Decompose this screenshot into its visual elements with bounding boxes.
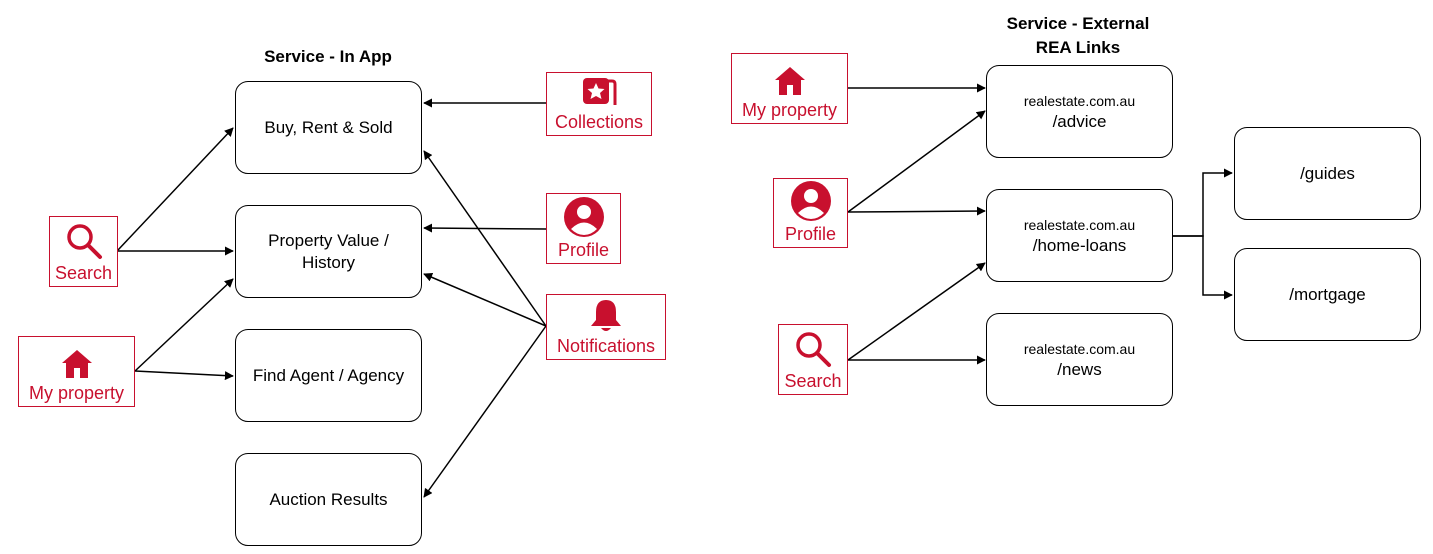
external-title: Service - External REA Links: [985, 12, 1171, 60]
search-nav-label: Search: [54, 263, 113, 283]
profile-nav-item: Profile: [546, 193, 621, 264]
arrow-notifications-to-buy: [423, 150, 547, 327]
arrow-homeloans-to-guides: [1173, 168, 1233, 237]
my-property-nav-label: My property: [28, 383, 125, 403]
property-value-node: Property Value / History: [235, 205, 422, 298]
news-node: realestate.com.au /news: [986, 313, 1173, 406]
home-loans-path-label: /home-loans: [1032, 235, 1127, 255]
advice-domain-label: realestate.com.au: [1023, 92, 1136, 109]
bell-icon: [591, 300, 621, 331]
buy-rent-sold-label: Buy, Rent & Sold: [264, 117, 393, 137]
advice-path-label: /advice: [1052, 111, 1107, 131]
find-agent-node: Find Agent / Agency: [235, 329, 422, 422]
arrow-profile-to-value: [423, 223, 547, 233]
search-icon: [66, 224, 102, 259]
external-profile-nav-item: Profile: [773, 178, 848, 248]
guides-path-label: /guides: [1300, 163, 1355, 183]
arrow-search-to-buy: [117, 127, 234, 251]
arrow-notifications-to-value: [423, 273, 547, 327]
guides-node: /guides: [1234, 127, 1421, 220]
external-my-property-nav-label: My property: [741, 100, 838, 120]
notifications-nav-item: Notifications: [546, 294, 666, 360]
property-value-label-line1: Property Value /: [268, 230, 389, 250]
buy-rent-sold-node: Buy, Rent & Sold: [235, 81, 422, 174]
arrow-profile-to-homeloans: [847, 206, 986, 216]
property-value-label-line2: History: [302, 252, 355, 272]
profile-icon: [563, 197, 604, 237]
external-profile-nav-label: Profile: [784, 224, 837, 244]
news-domain-label: realestate.com.au: [1023, 340, 1136, 357]
notifications-nav-label: Notifications: [556, 336, 656, 356]
mortgage-node: /mortgage: [1234, 248, 1421, 341]
external-title-line2: REA Links: [1035, 38, 1121, 57]
news-path-label: /news: [1057, 359, 1102, 379]
find-agent-label: Find Agent / Agency: [252, 365, 405, 385]
arrow-search-to-homeloans: [847, 262, 986, 361]
arrow-myproperty-to-value: [134, 278, 234, 372]
external-search-nav-label: Search: [784, 371, 842, 391]
arrow-homeloans-to-mortgage: [1173, 235, 1233, 300]
home-icon: [774, 67, 805, 95]
external-title-line1: Service - External: [1006, 14, 1150, 33]
home-loans-node: realestate.com.au /home-loans: [986, 189, 1173, 282]
profile-icon: [790, 181, 831, 221]
profile-nav-label: Profile: [557, 240, 610, 260]
my-property-nav-item: My property: [18, 336, 135, 407]
arrow-profile-to-advice: [847, 110, 986, 213]
home-loans-domain-label: realestate.com.au: [1023, 216, 1136, 233]
search-nav-item: Search: [49, 216, 118, 287]
home-icon: [61, 350, 92, 378]
collections-nav-label: Collections: [554, 112, 644, 132]
external-search-nav-item: Search: [778, 324, 848, 395]
search-icon: [796, 332, 831, 367]
collections-nav-item: Collections: [546, 72, 652, 136]
auction-results-node: Auction Results: [235, 453, 422, 546]
external-my-property-nav-item: My property: [731, 53, 848, 124]
mortgage-path-label: /mortgage: [1289, 284, 1366, 304]
advice-node: realestate.com.au /advice: [986, 65, 1173, 158]
auction-results-label: Auction Results: [269, 489, 388, 509]
collections-icon: [583, 78, 617, 105]
in-app-title: Service - In App: [264, 47, 392, 66]
arrow-myproperty-to-agent: [134, 370, 234, 381]
arrow-notifications-to-auction: [423, 325, 547, 498]
